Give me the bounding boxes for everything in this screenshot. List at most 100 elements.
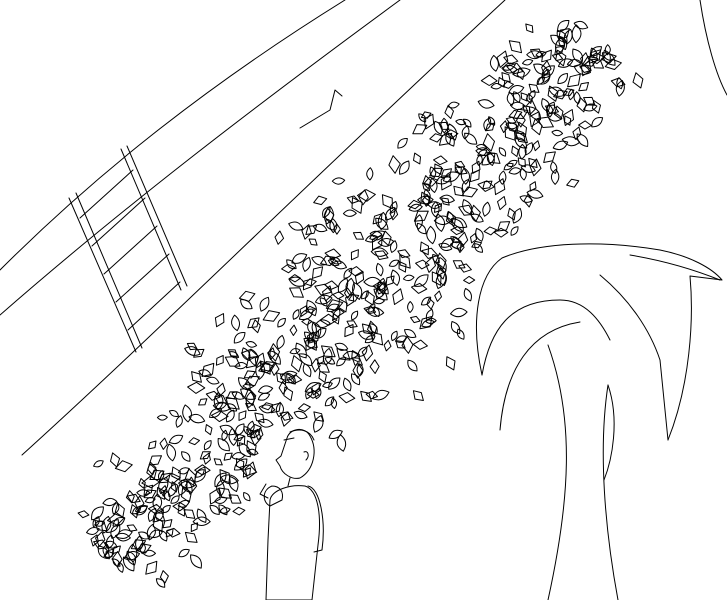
leaf [489, 54, 499, 72]
leaf [304, 331, 314, 342]
leaf [221, 429, 228, 442]
leaf [333, 223, 341, 235]
leaf [529, 111, 540, 127]
person [259, 429, 324, 600]
leaf [178, 548, 190, 558]
leaf [218, 487, 232, 499]
leaf [215, 402, 227, 410]
person-neck [287, 477, 291, 487]
leaf [452, 260, 466, 269]
leaf [283, 386, 294, 402]
leaf [243, 492, 251, 502]
leaf [547, 85, 559, 102]
leaf [184, 468, 197, 486]
leaf [371, 235, 383, 251]
leaf [421, 247, 439, 259]
leaf [162, 519, 173, 529]
leaf [361, 323, 374, 335]
leaf [168, 434, 184, 445]
right-edge-curve [699, 0, 727, 96]
leaf [522, 58, 534, 66]
leaf [474, 243, 484, 253]
leaf [440, 238, 455, 248]
leaf [365, 234, 379, 243]
leaf [275, 401, 284, 418]
leaf [331, 177, 346, 185]
leaf [111, 551, 123, 568]
leaf [462, 199, 473, 215]
leaf [438, 242, 453, 252]
leaf [279, 411, 294, 421]
leaf [469, 169, 480, 183]
leaf [276, 334, 285, 350]
leaf [277, 318, 286, 328]
leaf [445, 356, 456, 371]
leaf [241, 347, 251, 361]
leaf [552, 53, 564, 62]
leaf [533, 63, 549, 75]
leaf [332, 308, 341, 321]
leaf [147, 507, 157, 522]
leaf [115, 529, 133, 539]
leaf [383, 339, 392, 352]
leaf [302, 278, 313, 291]
leaf [132, 506, 142, 515]
leaf [498, 147, 507, 157]
leaf [407, 359, 418, 372]
leaf [427, 201, 442, 209]
leaf [165, 528, 174, 538]
leaf [415, 259, 430, 270]
leaf [541, 49, 552, 63]
leaf [345, 293, 355, 307]
leaf [190, 554, 202, 569]
leaf [206, 376, 220, 385]
leaf [245, 391, 255, 408]
leaf [188, 437, 200, 446]
leaf [332, 291, 345, 300]
leaf [591, 100, 601, 114]
leaf [450, 321, 461, 335]
leaf [114, 460, 133, 473]
leaf [402, 274, 415, 282]
leaf [553, 105, 564, 120]
leaf [146, 523, 156, 541]
leaf [567, 73, 581, 88]
leaf [194, 464, 211, 476]
leaf [236, 435, 246, 447]
ladder-rail-right [120, 148, 182, 291]
leaf [378, 281, 388, 295]
leaf [456, 328, 465, 340]
leaf [304, 305, 317, 314]
leaf [276, 372, 287, 385]
leaf [551, 129, 564, 137]
leaf [250, 429, 261, 439]
leaf [233, 332, 246, 344]
leaf [148, 503, 164, 515]
leaf [185, 476, 198, 495]
leaf [95, 531, 106, 547]
leaf [288, 276, 306, 287]
leaf [528, 157, 538, 168]
leaf [531, 118, 543, 136]
leaf [117, 561, 124, 573]
leaf [373, 306, 380, 317]
leaf [292, 309, 300, 320]
leaf [566, 178, 580, 188]
leaf [187, 381, 206, 394]
leaf [420, 296, 432, 306]
leaf [303, 337, 318, 349]
leaf [536, 76, 546, 85]
leaf [512, 207, 523, 224]
leaf [158, 470, 165, 481]
leaf [351, 357, 363, 366]
leaf [211, 410, 229, 423]
leaf [251, 319, 261, 334]
leaf [129, 504, 140, 519]
leaf [314, 283, 332, 296]
wall-curves [0, 0, 727, 456]
leaf [365, 306, 385, 317]
leaf [306, 389, 320, 399]
leaf [497, 196, 507, 211]
leaf [441, 197, 450, 206]
leaf [344, 324, 354, 338]
